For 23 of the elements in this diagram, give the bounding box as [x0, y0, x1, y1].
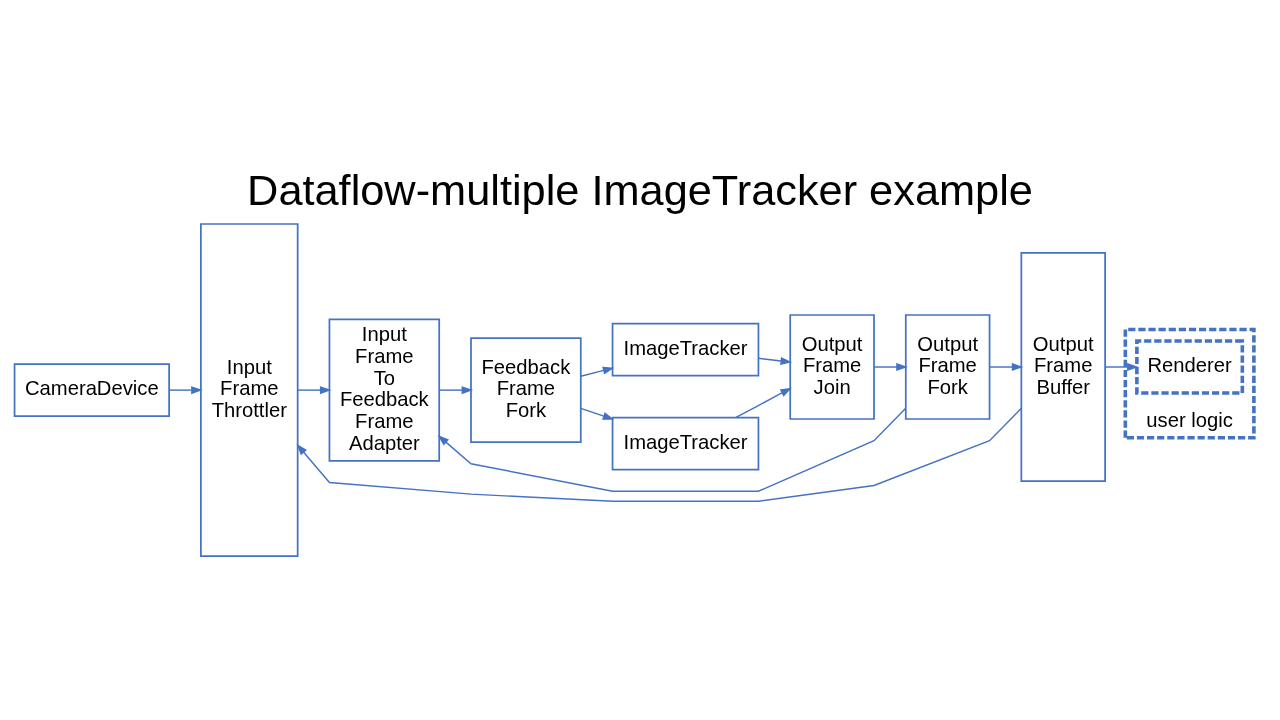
node-box: CameraDevice: [13, 362, 170, 417]
node-box: Renderer: [1135, 338, 1245, 395]
node-box: Output Frame Fork: [904, 313, 991, 420]
arrow: [735, 387, 792, 418]
arrow: [580, 366, 615, 377]
node-box: Feedback Frame Fork: [470, 336, 582, 443]
node-box: ImageTracker: [611, 322, 760, 377]
arrow: [1105, 362, 1139, 371]
arrow: [989, 362, 1024, 371]
arrow: [168, 385, 203, 394]
node-box: Input Frame Throttler: [200, 222, 299, 557]
arrow: [873, 362, 908, 371]
arrow: [580, 407, 615, 420]
arrow: [437, 407, 907, 492]
arrow: [438, 385, 474, 394]
arrow: [296, 385, 332, 394]
arrow: [296, 407, 1022, 502]
arrow: [758, 356, 793, 365]
node-box: ImageTracker: [611, 416, 760, 470]
node-box: Output Frame Join: [789, 313, 875, 420]
node-box: Output Frame Buffer: [1020, 251, 1106, 482]
diagram-title: Dataflow-multiple ImageTracker example: [247, 165, 1033, 214]
node-box: Input Frame To Feedback Frame Adapter: [328, 317, 441, 462]
